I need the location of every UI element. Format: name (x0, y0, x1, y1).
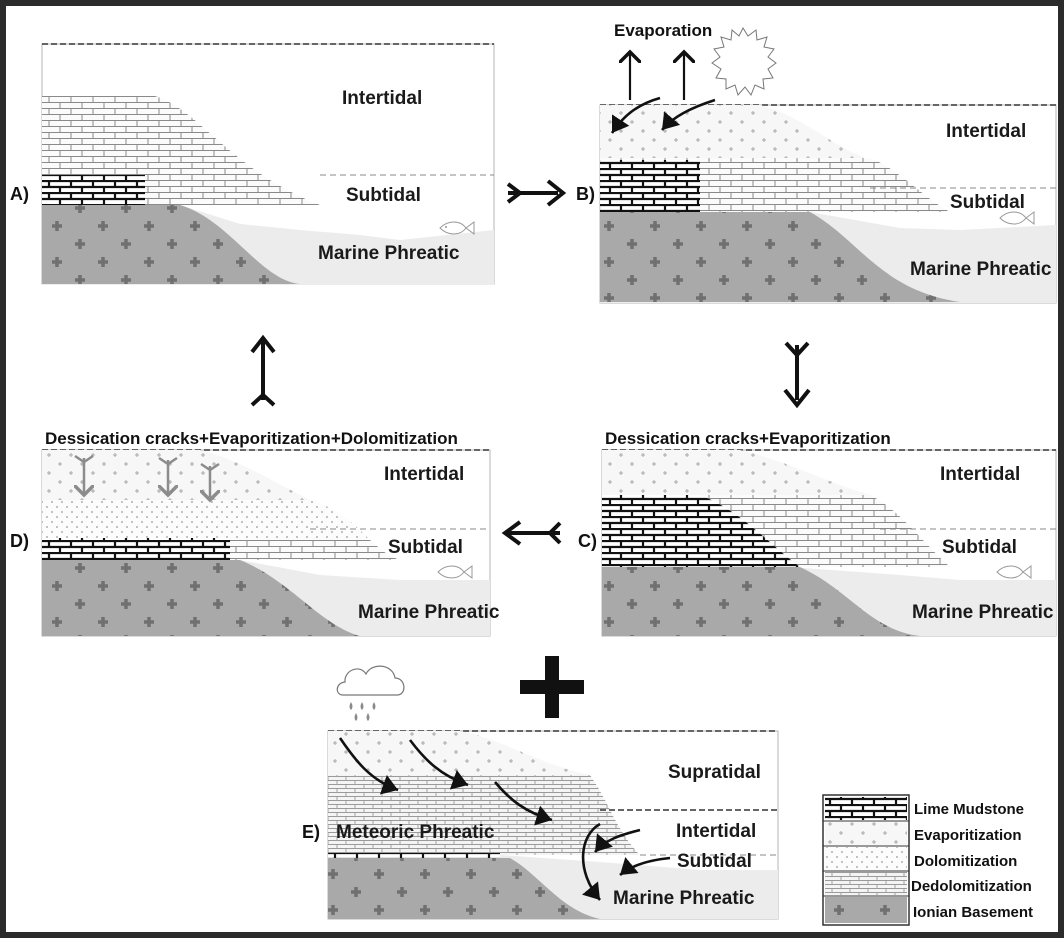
panel-e: E) Supratidal Meteoric Phreatic Intertid… (302, 665, 779, 920)
zone-marine-phreatic-c: Marine Phreatic (912, 602, 1054, 623)
fish-icon (439, 221, 475, 235)
zone-intertidal-c: Intertidal (940, 464, 1020, 485)
curved-arrow-icon (661, 98, 716, 131)
panel-d: D) Dessication cracks+Evaporitization+Do… (10, 429, 500, 637)
arrow-b-to-c (783, 341, 811, 409)
panel-b-caption: Evaporation (614, 21, 712, 40)
arrow-d-to-a (250, 334, 276, 407)
zone-subtidal-a: Subtidal (346, 185, 421, 206)
fish-icon (437, 565, 473, 579)
legend-label-ionian-basement: Ionian Basement (913, 904, 1033, 921)
arrow-c-to-d (501, 520, 562, 546)
basement-layer (42, 205, 300, 284)
panel-a: A) Intertidal Subtidal Marine Phreatic (10, 43, 495, 285)
panel-b: B) Evaporation Intertidal Subtidal Marin… (576, 21, 1057, 304)
dolomite-layer (42, 500, 370, 540)
zone-intertidal-b: Intertidal (946, 121, 1026, 142)
dedolomite-layer (328, 775, 610, 810)
infiltration-arrow-icon (75, 454, 219, 500)
fish-icon (996, 565, 1032, 579)
legend-swatch-dedolomitization (825, 872, 907, 895)
panel-c-label: C) (578, 531, 597, 551)
panel-a-label: A) (10, 184, 29, 204)
zone-intertidal-a: Intertidal (342, 88, 422, 109)
zone-subtidal-d: Subtidal (388, 537, 463, 558)
legend-swatch-dolomitization (825, 847, 907, 870)
legend-swatch-evaporitization (825, 822, 907, 845)
legend-label-evaporitization: Evaporitization (914, 827, 1022, 844)
zone-marine-phreatic-b: Marine Phreatic (910, 259, 1052, 280)
zone-supratidal-e: Supratidal (668, 762, 761, 783)
zone-subtidal-e: Subtidal (677, 851, 752, 872)
zone-marine-phreatic-a: Marine Phreatic (318, 243, 460, 264)
arrow-a-to-b (506, 179, 567, 207)
meteoric-flow-arrow-icon (338, 737, 671, 901)
rain-drops-icon (349, 702, 376, 721)
panel-b-label: B) (576, 184, 595, 204)
legend-swatch-lime-mudstone (825, 797, 907, 820)
sun-icon (711, 26, 777, 97)
panel-c-caption: Dessication cracks+Evaporitization (605, 429, 891, 448)
zone-intertidal-d: Intertidal (384, 464, 464, 485)
plus-icon (520, 656, 584, 718)
zone-marine-phreatic-d: Marine Phreatic (358, 602, 500, 623)
panel-c: C) Dessication cracks+Evaporitization In… (578, 429, 1057, 637)
curved-arrow-icon (610, 96, 661, 134)
legend-swatch-ionian-basement (825, 897, 907, 923)
zone-meteoric-phreatic-e: Meteoric Phreatic (336, 822, 495, 843)
zone-marine-phreatic-e: Marine Phreatic (613, 888, 755, 909)
zone-intertidal-e: Intertidal (676, 821, 756, 842)
zone-subtidal-c: Subtidal (942, 537, 1017, 558)
legend-label-dolomitization: Dolomitization (914, 853, 1017, 870)
legend: Lime Mudstone Evaporitization Dolomitiza… (822, 794, 1033, 926)
panel-d-caption: Dessication cracks+Evaporitization+Dolom… (45, 429, 458, 448)
lime-mudstone-dark-layer (42, 175, 145, 205)
zone-subtidal-b: Subtidal (950, 192, 1025, 213)
legend-label-dedolomitization: Dedolomitization (911, 878, 1032, 895)
panel-e-label: E) (302, 822, 320, 842)
legend-label-lime-mudstone: Lime Mudstone (914, 801, 1024, 818)
panel-d-label: D) (10, 531, 29, 551)
cloud-icon (336, 665, 405, 696)
fish-icon (999, 211, 1035, 225)
